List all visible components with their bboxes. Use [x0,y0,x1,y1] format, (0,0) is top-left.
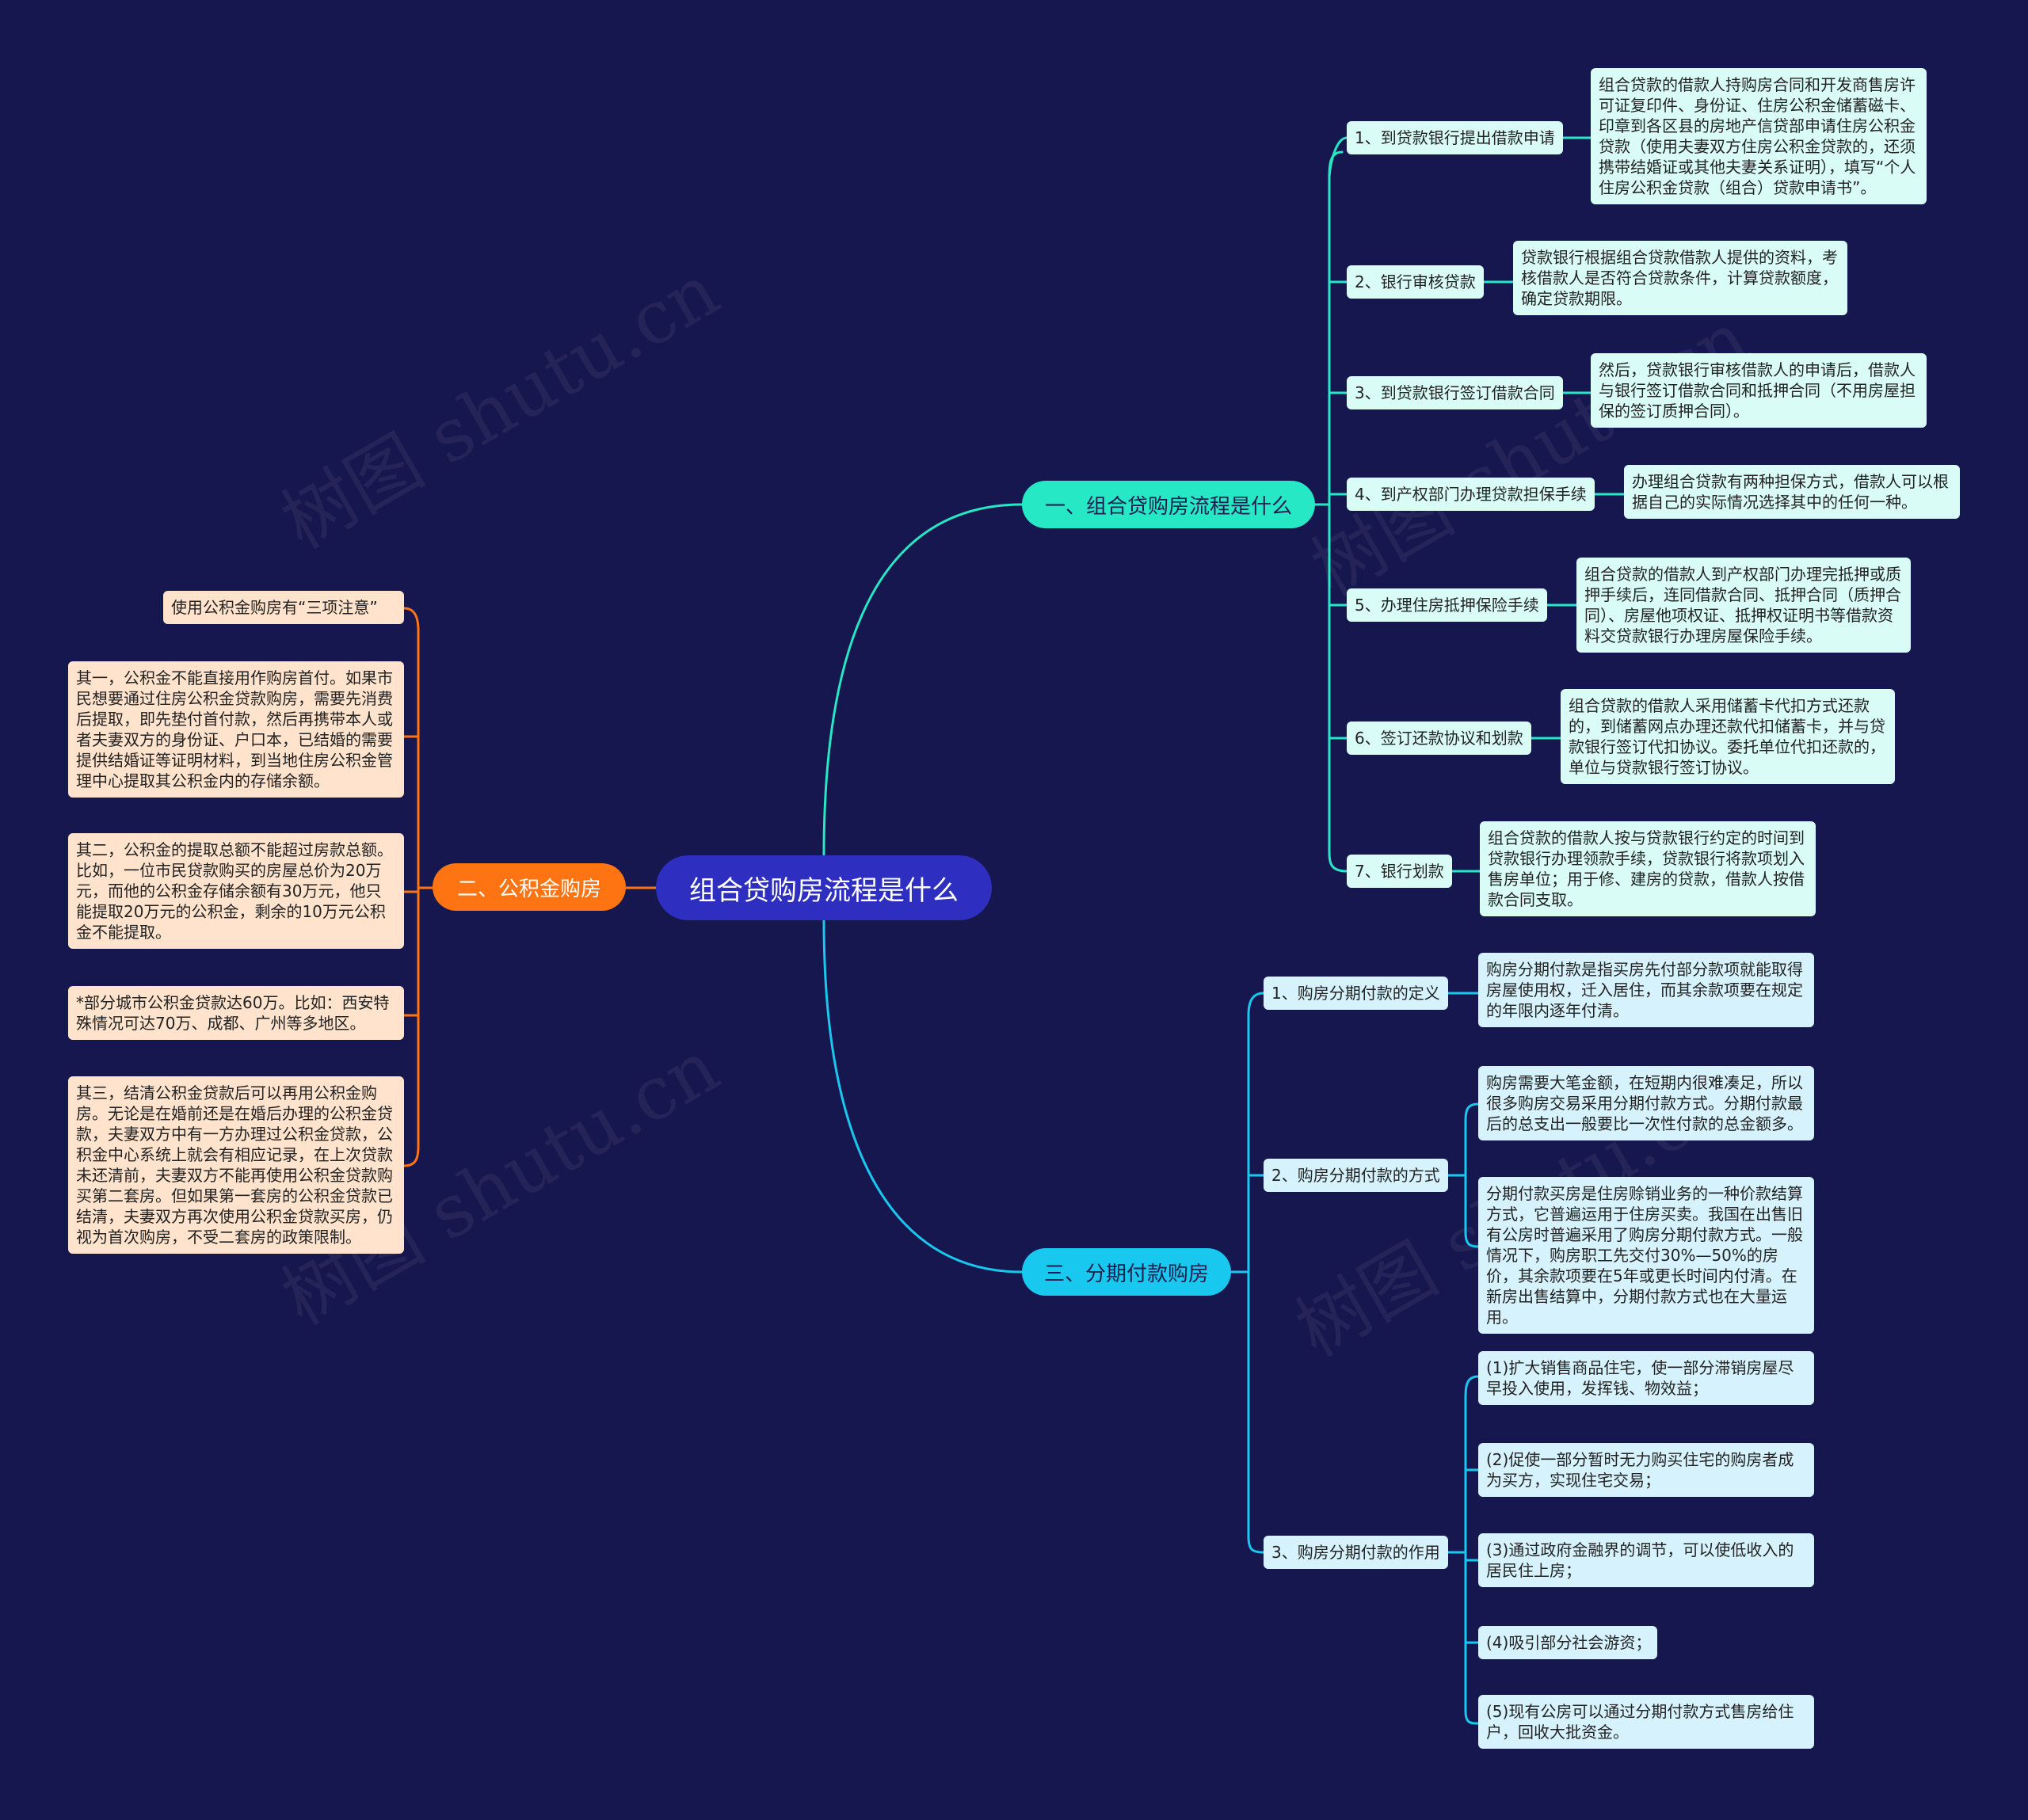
installment-effect-2: (2)促使一部分暂时无力购买住宅的购房者成为买方，实现住宅交易； [1478,1443,1814,1497]
branch-2-topic[interactable]: 二、公积金购房 [433,863,626,911]
installment-method-detail-2: 分期付款买房是住房赊销业务的一种价款结算方式，它普遍运用于住房买卖。我国在出售旧… [1478,1177,1814,1334]
step-3[interactable]: 3、到贷款银行签订借款合同 [1347,376,1563,409]
step-4[interactable]: 4、到产权部门办理贷款担保手续 [1347,478,1595,511]
installment-method-detail-1: 购房需要大笔金额，在短期内很难凑足，所以很多购房交易采用分期付款方式。分期付款最… [1478,1066,1814,1140]
provident-fund-note-title: 使用公积金购房有“三项注意” [163,591,404,624]
step-6[interactable]: 6、签订还款协议和划款 [1347,722,1531,755]
step-3-detail: 然后，贷款银行审核借款人的申请后，借款人与银行签订借款合同和抵押合同（不用房屋担… [1591,353,1927,428]
branch-3-topic[interactable]: 三、分期付款购房 [1022,1248,1231,1296]
step-7-detail: 组合贷款的借款人按与贷款银行约定的时间到贷款银行办理领款手续，贷款银行将款项划入… [1480,821,1816,916]
step-2-detail: 贷款银行根据组合贷款借款人提供的资料，考核借款人是否符合贷款条件，计算贷款额度，… [1513,241,1847,315]
step-5[interactable]: 5、办理住房抵押保险手续 [1347,588,1547,622]
provident-fund-note-3: *部分城市公积金贷款达60万。比如：西安特殊情况可达70万、成都、广州等多地区。 [68,986,404,1040]
installment-definition-detail: 购房分期付款是指买房先付部分款项就能取得房屋使用权，迁入居住，而其余款项要在规定… [1478,953,1814,1027]
step-1[interactable]: 1、到贷款银行提出借款申请 [1347,121,1563,154]
provident-fund-note-2: 其二，公积金的提取总额不能超过房款总额。比如，一位市民贷款购买的房屋总价为20万… [68,833,404,949]
root-topic[interactable]: 组合贷购房流程是什么 [656,855,992,920]
installment-effect-3: (3)通过政府金融界的调节，可以使低收入的居民住上房； [1478,1533,1814,1587]
installment-definition[interactable]: 1、购房分期付款的定义 [1264,977,1448,1010]
provident-fund-note-4: 其三，结清公积金贷款后可以再用公积金购房。无论是在婚前还是在婚后办理的公积金贷款… [68,1076,404,1254]
step-6-detail: 组合贷款的借款人采用储蓄卡代扣方式还款的，到储蓄网点办理还款代扣储蓄卡，并与贷款… [1561,689,1895,784]
step-1-detail: 组合贷款的借款人持购房合同和开发商售房许可证复印件、身份证、住房公积金储蓄磁卡、… [1591,68,1927,204]
step-4-detail: 办理组合贷款有两种担保方式，借款人可以根据自己的实际情况选择其中的任何一种。 [1624,465,1960,519]
installment-effect-4: (4)吸引部分社会游资； [1478,1626,1657,1659]
installment-effect-5: (5)现有公房可以通过分期付款方式售房给住户，回收大批资金。 [1478,1695,1814,1749]
branch-1-topic[interactable]: 一、组合贷购房流程是什么 [1022,481,1315,528]
installment-effects[interactable]: 3、购房分期付款的作用 [1264,1536,1448,1569]
provident-fund-note-1: 其一，公积金不能直接用作购房首付。如果市民想要通过住房公积金贷款购房，需要先消费… [68,661,404,798]
installment-method[interactable]: 2、购房分期付款的方式 [1264,1159,1448,1192]
step-7[interactable]: 7、银行划款 [1347,855,1452,888]
installment-effect-1: (1)扩大销售商品住宅，使一部分滞销房屋尽早投入使用，发挥钱、物效益； [1478,1351,1814,1405]
step-2[interactable]: 2、银行审核贷款 [1347,265,1484,299]
step-5-detail: 组合贷款的借款人到产权部门办理完抵押或质押手续后，连同借款合同、抵押合同（质押合… [1576,558,1911,653]
